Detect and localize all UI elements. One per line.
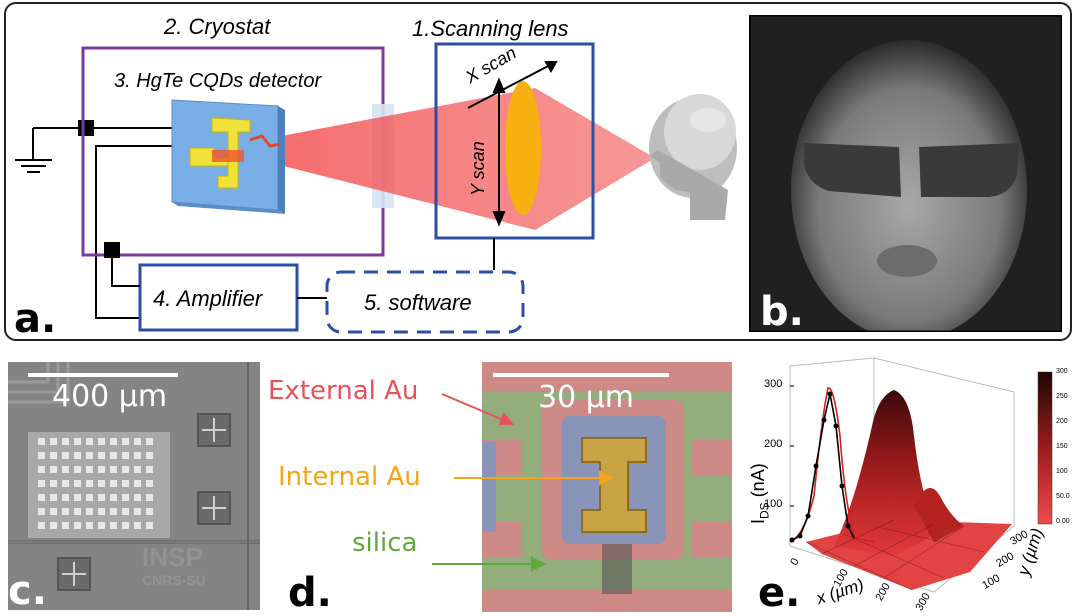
z-tick-300: 300 [764,378,783,390]
panel-c-scale-bar [28,373,178,377]
panel-d-scale-bar [493,373,669,377]
panel-a-letter: a. [14,296,57,342]
y-scan-arrow [492,77,506,227]
panel-e-3d-plot [789,357,1053,593]
silica-arrow [432,556,547,572]
cryostat-label: 2. Cryostat [164,14,271,39]
human-head-icon [649,94,737,220]
panel-d-letter: d. [288,570,332,616]
z-tick-100: 100 [764,498,783,510]
x-scan-arrow [467,61,558,109]
fit-curve [789,387,875,543]
colorbar-tick-50: 50.0 [1056,493,1070,500]
z-tick-200: 200 [764,438,783,450]
panel-e-letter: e. [758,570,801,616]
light-beam [208,88,655,230]
ground-symbol [15,127,80,173]
panel-c-scale-label: 400 µm [52,379,168,414]
panel-b-letter: b. [760,289,804,335]
silica-label: silica [352,528,418,558]
colorbar-tick-250: 250 [1056,393,1068,400]
scanning-lens-box [434,42,595,240]
panel-b-image [749,15,1062,332]
software-box [325,270,525,334]
colorbar-tick-150: 150 [1056,443,1068,450]
panel-c-letter: c. [8,568,47,614]
external-au-arrow [441,393,515,425]
external-au-label: External Au [268,376,419,406]
panel-a-frame [4,2,1072,341]
panel-c-image [8,362,260,610]
internal-au-arrow [454,470,615,486]
connector-bottom [104,242,120,258]
hgte-detector-chip [171,99,285,214]
panel-d-image [482,362,732,612]
colorbar-tick-0: 0.00 [1056,518,1070,525]
software-label: 5. software [364,290,472,315]
internal-au-electrode [581,437,647,533]
sunglasses [804,143,1019,197]
amplifier-label: 4. Amplifier [153,286,263,311]
panel-d-scale-label: 30 µm [538,380,635,415]
panel-c-watermark-1: INSP [142,542,203,572]
panel-a-diagram [15,42,737,334]
panel-e-ylabel: IDS (nA) [748,463,772,524]
internal-au-label: Internal Au [278,462,421,492]
measured-profile [791,393,855,541]
colorbar-tick-100: 100 [1056,468,1068,475]
colorbar-tick-200: 200 [1056,418,1068,425]
scanning-lens-label: 1.Scanning lens [412,16,569,41]
colorbar-tick-300: 300 [1056,368,1068,375]
colorbar [1037,371,1053,525]
lens [505,81,541,215]
surface-peak [834,390,940,556]
detector-label: 3. HgTe CQDs detector [114,70,322,92]
panel-c-watermark-2: CNRS-SU [142,572,206,588]
face-silhouette [791,40,1027,332]
